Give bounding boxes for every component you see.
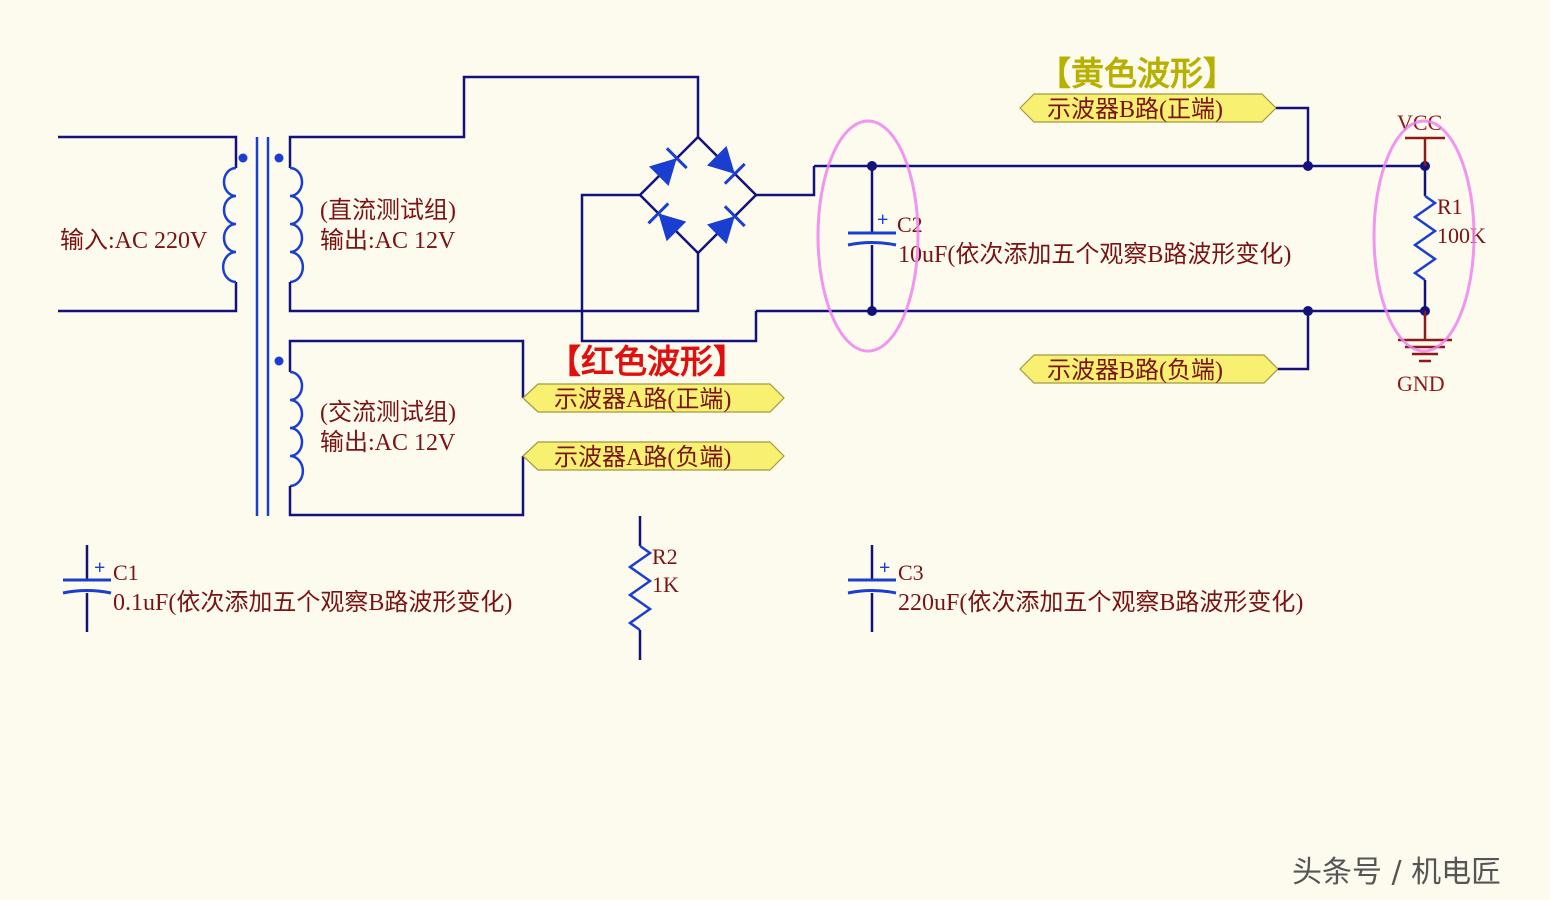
scope-b-pos-label: 示波器B路(正端)	[1047, 96, 1223, 123]
dc-secondary-polarity-dot	[274, 153, 284, 163]
gnd-symbol	[1398, 311, 1452, 363]
input-label: 输入:AC 220V	[60, 227, 208, 254]
primary-coil	[221, 166, 237, 284]
bridge-neg-wire	[580, 193, 758, 343]
c1-designator: C1	[113, 560, 139, 585]
dc-secondary-top-wire	[288, 75, 700, 168]
capacitor-c3	[847, 545, 897, 632]
c1-value: 0.1uF(依次添加五个观察B路波形变化)	[113, 589, 512, 616]
c3-designator: C3	[898, 560, 924, 585]
c3-value: 220uF(依次添加五个观察B路波形变化)	[898, 589, 1303, 616]
watermark: 头条号 / 机电匠	[1292, 855, 1501, 890]
bridge-rectifier	[580, 135, 816, 343]
ac-secondary-coil	[289, 370, 305, 488]
yellow-waveform-label: 【黄色波形】	[1038, 54, 1236, 93]
dc-secondary-coil	[289, 166, 305, 284]
highlight-ellipse-r1	[1372, 119, 1476, 353]
dc-group-output: 输出:AC 12V	[320, 227, 456, 254]
r1-designator: R1	[1437, 194, 1463, 219]
capacitor-c2	[847, 166, 897, 311]
c2-value: 10uF(依次添加五个观察B路波形变化)	[898, 241, 1291, 268]
transformer	[58, 75, 700, 517]
bridge-outline	[638, 135, 758, 255]
diode-d1	[648, 147, 688, 187]
highlight-ellipse-c2	[816, 119, 920, 353]
diode-d2	[706, 145, 746, 185]
dc-group-name: (直流测试组)	[320, 197, 456, 224]
primary-bottom-wire	[58, 282, 238, 313]
ac-secondary-polarity-dot	[274, 356, 284, 366]
r1-value: 100K	[1437, 223, 1486, 248]
c3-plus-sign: +	[879, 557, 890, 579]
resistor-r1	[1412, 166, 1438, 311]
diode-d3	[647, 202, 687, 242]
dc-secondary-bottom-wire	[288, 253, 700, 313]
ac-group-output: 输出:AC 12V	[320, 429, 456, 456]
port-scope-b-pos	[1019, 93, 1310, 166]
ac-secondary-top-wire	[288, 339, 525, 398]
port-scope-a-neg	[522, 441, 785, 471]
red-waveform-label: 【红色波形】	[548, 342, 746, 381]
r2-designator: R2	[652, 544, 678, 569]
bridge-pos-wire	[756, 166, 816, 197]
diode-d4	[706, 205, 746, 245]
c1-plus-sign: +	[94, 557, 105, 579]
scope-a-pos-label: 示波器A路(正端)	[554, 386, 731, 413]
scope-b-neg-label: 示波器B路(负端)	[1047, 357, 1223, 384]
port-scope-a-pos	[522, 383, 785, 413]
vcc-symbol	[1405, 136, 1445, 166]
c2-plus-sign: +	[877, 209, 888, 231]
primary-polarity-dot	[238, 153, 248, 163]
primary-top-wire	[58, 135, 238, 168]
resistor-r2	[627, 516, 653, 660]
port-scope-b-neg	[1019, 311, 1310, 384]
ac-group-name: (交流测试组)	[320, 399, 456, 426]
scope-a-neg-label: 示波器A路(负端)	[554, 444, 731, 471]
ac-secondary-bottom-wire	[288, 456, 525, 517]
capacitor-c1	[62, 545, 112, 632]
gnd-label: GND	[1397, 371, 1445, 396]
r2-value: 1K	[652, 572, 679, 597]
